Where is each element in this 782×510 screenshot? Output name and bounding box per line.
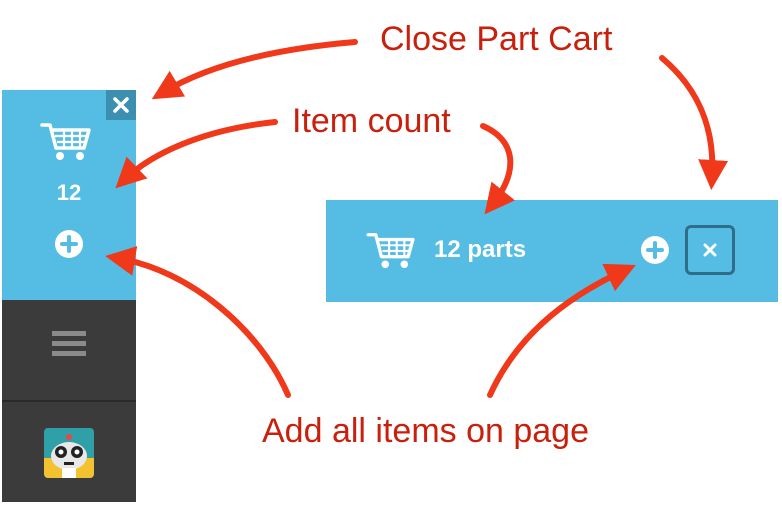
annotation-close-part-cart: Close Part Cart	[380, 20, 613, 58]
cart-icon[interactable]	[366, 230, 416, 270]
add-all-items-button[interactable]	[640, 235, 670, 265]
close-icon	[113, 97, 129, 113]
bar-item-count: 12 parts	[434, 236, 527, 263]
arrow-add-to-sidebar	[105, 246, 291, 398]
arrow-close-to-bar	[659, 55, 729, 190]
add-all-items-button[interactable]	[54, 229, 84, 259]
sidebar-close-button[interactable]	[106, 90, 136, 120]
close-icon	[703, 243, 717, 257]
sidebar-menu-panel	[2, 300, 136, 400]
annotation-add-all-items: Add all items on page	[262, 412, 589, 450]
bar-close-button[interactable]	[685, 225, 735, 275]
cart-icon[interactable]	[40, 120, 92, 162]
sidebar-item-count: 12	[56, 180, 82, 205]
arrow-add-to-bar	[487, 263, 636, 398]
annotation-item-count: Item count	[292, 102, 451, 140]
sidebar-divider	[2, 400, 136, 402]
arrow-count-to-bar	[480, 123, 515, 215]
app-logo-icon[interactable]	[44, 428, 94, 478]
arrow-count-to-sidebar	[115, 119, 278, 189]
arrow-close-to-sidebar	[151, 39, 358, 100]
hamburger-menu-icon[interactable]	[52, 331, 86, 357]
